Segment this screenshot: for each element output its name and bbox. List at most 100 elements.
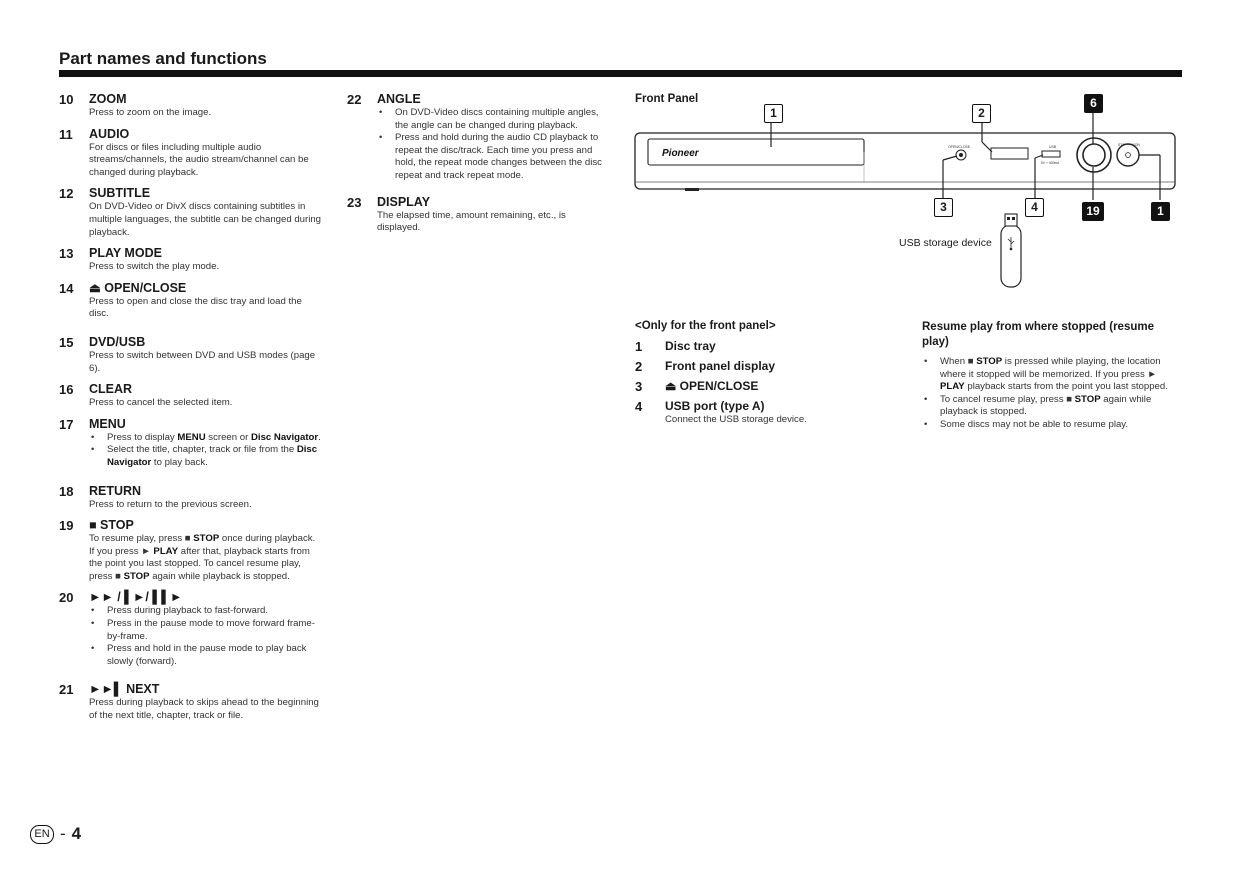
title-rule bbox=[59, 70, 1182, 77]
item-19: 19 ■ STOP To resume play, press ■ STOP o… bbox=[59, 518, 321, 583]
item-desc: To resume play, press ■ STOP once during… bbox=[89, 533, 316, 582]
item-number: 21 bbox=[59, 682, 74, 698]
usb-storage-device-icon bbox=[1000, 213, 1022, 288]
bullet: Press during playback to fast-forward. bbox=[89, 605, 321, 618]
page-footer: EN - 4 bbox=[30, 824, 81, 844]
item-number: 12 bbox=[59, 186, 74, 202]
item-number: 23 bbox=[347, 194, 362, 210]
item-number: 16 bbox=[59, 382, 74, 398]
bullet: Press and hold in the pause mode to play… bbox=[89, 643, 321, 668]
item-label: DISPLAY bbox=[377, 194, 431, 209]
usb-port-text: USB bbox=[1049, 145, 1057, 149]
item-number: 20 bbox=[59, 590, 74, 606]
power-icon bbox=[1125, 152, 1131, 158]
callout-1-standby: 1 bbox=[1151, 202, 1170, 221]
front-panel-display bbox=[990, 147, 1029, 160]
bullet: Press to display MENU screen or Disc Nav… bbox=[89, 432, 321, 445]
item-desc: Press to cancel the selected item. bbox=[89, 397, 233, 409]
usb-storage-device-label: USB storage device bbox=[899, 237, 992, 249]
callout-6-play: 6 bbox=[1084, 94, 1103, 113]
item-desc: Press to switch between DVD and USB mode… bbox=[89, 349, 316, 374]
item-label: AUDIO bbox=[89, 126, 130, 141]
item-desc: On DVD-Video or DivX discs containing su… bbox=[89, 201, 322, 238]
item-number: 17 bbox=[59, 416, 74, 432]
front-panel-illustration: Pioneer OPEN/CLOSE USB 5V ⎓ 500mA STANDB… bbox=[634, 112, 1176, 288]
item-label: SUBTITLE bbox=[89, 186, 151, 201]
item-label: ►►▌ NEXT bbox=[89, 682, 160, 697]
item-label: DVD/USB bbox=[89, 334, 146, 349]
item-desc: For discs or files including multiple au… bbox=[89, 141, 309, 178]
item-label: PLAY MODE bbox=[89, 246, 162, 261]
bullet: Some discs may not be able to resume pla… bbox=[922, 419, 1184, 432]
callout-19-stop: 19 bbox=[1082, 202, 1104, 221]
item-12: 12 SUBTITLE On DVD-Video or DivX discs c… bbox=[59, 186, 321, 239]
item-label: RETURN bbox=[89, 483, 142, 498]
callout-4-usb-port: 4 bbox=[1025, 198, 1044, 217]
page-number: 4 bbox=[71, 824, 82, 843]
only-front-panel-title: <Only for the front panel> bbox=[635, 320, 776, 332]
standby-button[interactable] bbox=[1116, 143, 1140, 167]
front-panel-parts-list: 1 Disc tray 2 Front panel display 3 ⏏ OP… bbox=[635, 339, 885, 432]
item-23: 23 DISPLAY The elapsed time, amount rema… bbox=[347, 195, 605, 235]
item-20: 20 ►► / ▌►/ ▌▌► Press during playback to… bbox=[59, 590, 321, 668]
bullet: Press in the pause mode to move forward … bbox=[89, 618, 321, 643]
item-number: 18 bbox=[59, 483, 74, 499]
item-label: ■ STOP bbox=[89, 518, 134, 533]
list-item: 3 ⏏ OPEN/CLOSE bbox=[635, 379, 759, 394]
item-15: 15 DVD/USB Press to switch between DVD a… bbox=[59, 335, 321, 375]
bullet: Select the title, chapter, track or file… bbox=[89, 444, 321, 469]
pioneer-logo: Pioneer bbox=[662, 148, 700, 159]
usb-port bbox=[1041, 150, 1061, 158]
item-13: 13 PLAY MODE Press to switch the play mo… bbox=[59, 246, 321, 274]
item-21: 21 ►►▌ NEXT Press during playback to ski… bbox=[59, 682, 321, 722]
item-label: ANGLE bbox=[377, 92, 421, 106]
list-item: 2 Front panel display bbox=[635, 359, 776, 374]
column-2: 22 ANGLE On DVD-Video discs containing m… bbox=[347, 92, 605, 242]
item-label: ►► / ▌►/ ▌▌► bbox=[89, 590, 183, 605]
item-label: ⏏ OPEN/CLOSE bbox=[89, 280, 187, 295]
play-button[interactable] bbox=[1082, 143, 1106, 167]
item-bullets: Press to display MENU screen or Disc Nav… bbox=[89, 432, 321, 470]
bullet: To cancel resume play, press ■ STOP agai… bbox=[922, 394, 1184, 419]
callout-3-open-close: 3 bbox=[934, 198, 953, 217]
item-16: 16 CLEAR Press to cancel the selected it… bbox=[59, 382, 321, 410]
item-22: 22 ANGLE On DVD-Video discs containing m… bbox=[347, 92, 605, 183]
bullet: On DVD-Video discs containing multiple a… bbox=[377, 107, 605, 132]
item-10: 10 ZOOM Press to zoom on the image. bbox=[59, 92, 321, 120]
item-number: 11 bbox=[59, 126, 73, 142]
item-desc: The elapsed time, amount remaining, etc.… bbox=[377, 209, 566, 234]
item-bullets: On DVD-Video discs containing multiple a… bbox=[377, 107, 605, 183]
item-label: MENU bbox=[89, 416, 126, 431]
item-bullets: Press during playback to fast-forward. P… bbox=[89, 605, 321, 668]
item-number: 15 bbox=[59, 334, 74, 350]
bullet: Press and hold during the audio CD playb… bbox=[377, 132, 605, 182]
callout-2-display: 2 bbox=[972, 104, 991, 123]
item-number: 19 bbox=[59, 518, 74, 534]
item-17: 17 MENU Press to display MENU screen or … bbox=[59, 417, 321, 470]
item-14: 14 ⏏ OPEN/CLOSE Press to open and close … bbox=[59, 281, 321, 321]
language-badge: EN bbox=[30, 824, 54, 844]
item-18: 18 RETURN Press to return to the previou… bbox=[59, 484, 321, 512]
list-item: 4 USB port (type A) Connect the USB stor… bbox=[635, 399, 807, 425]
item-number: 10 bbox=[59, 92, 74, 107]
resume-play-title: Resume play from where stopped (resume p… bbox=[922, 321, 1154, 348]
list-item: 1 Disc tray bbox=[635, 339, 716, 354]
item-number: 13 bbox=[59, 246, 74, 262]
column-1: 10 ZOOM Press to zoom on the image. 11 A… bbox=[59, 92, 321, 730]
footer-separator: - bbox=[60, 824, 66, 843]
front-panel-title: Front Panel bbox=[635, 93, 699, 105]
callout-1-disc-tray: 1 bbox=[764, 104, 783, 123]
bullet: When ■ STOP is pressed while playing, th… bbox=[922, 356, 1184, 394]
item-11: 11 AUDIO For discs or files including mu… bbox=[59, 127, 321, 180]
usb-rating-text: 5V ⎓ 500mA bbox=[1041, 161, 1060, 165]
item-desc: Press to switch the play mode. bbox=[89, 261, 220, 273]
item-desc: Press to open and close the disc tray an… bbox=[89, 295, 302, 320]
item-label: ZOOM bbox=[89, 92, 127, 106]
item-number: 14 bbox=[59, 280, 74, 296]
resume-play-section: Resume play from where stopped (resume p… bbox=[922, 320, 1184, 432]
resume-bullets: When ■ STOP is pressed while playing, th… bbox=[922, 356, 1184, 432]
item-label: CLEAR bbox=[89, 382, 133, 397]
item-number: 22 bbox=[347, 92, 362, 107]
open-close-text: OPEN/CLOSE bbox=[948, 145, 971, 149]
item-desc: Press to zoom on the image. bbox=[89, 107, 212, 118]
